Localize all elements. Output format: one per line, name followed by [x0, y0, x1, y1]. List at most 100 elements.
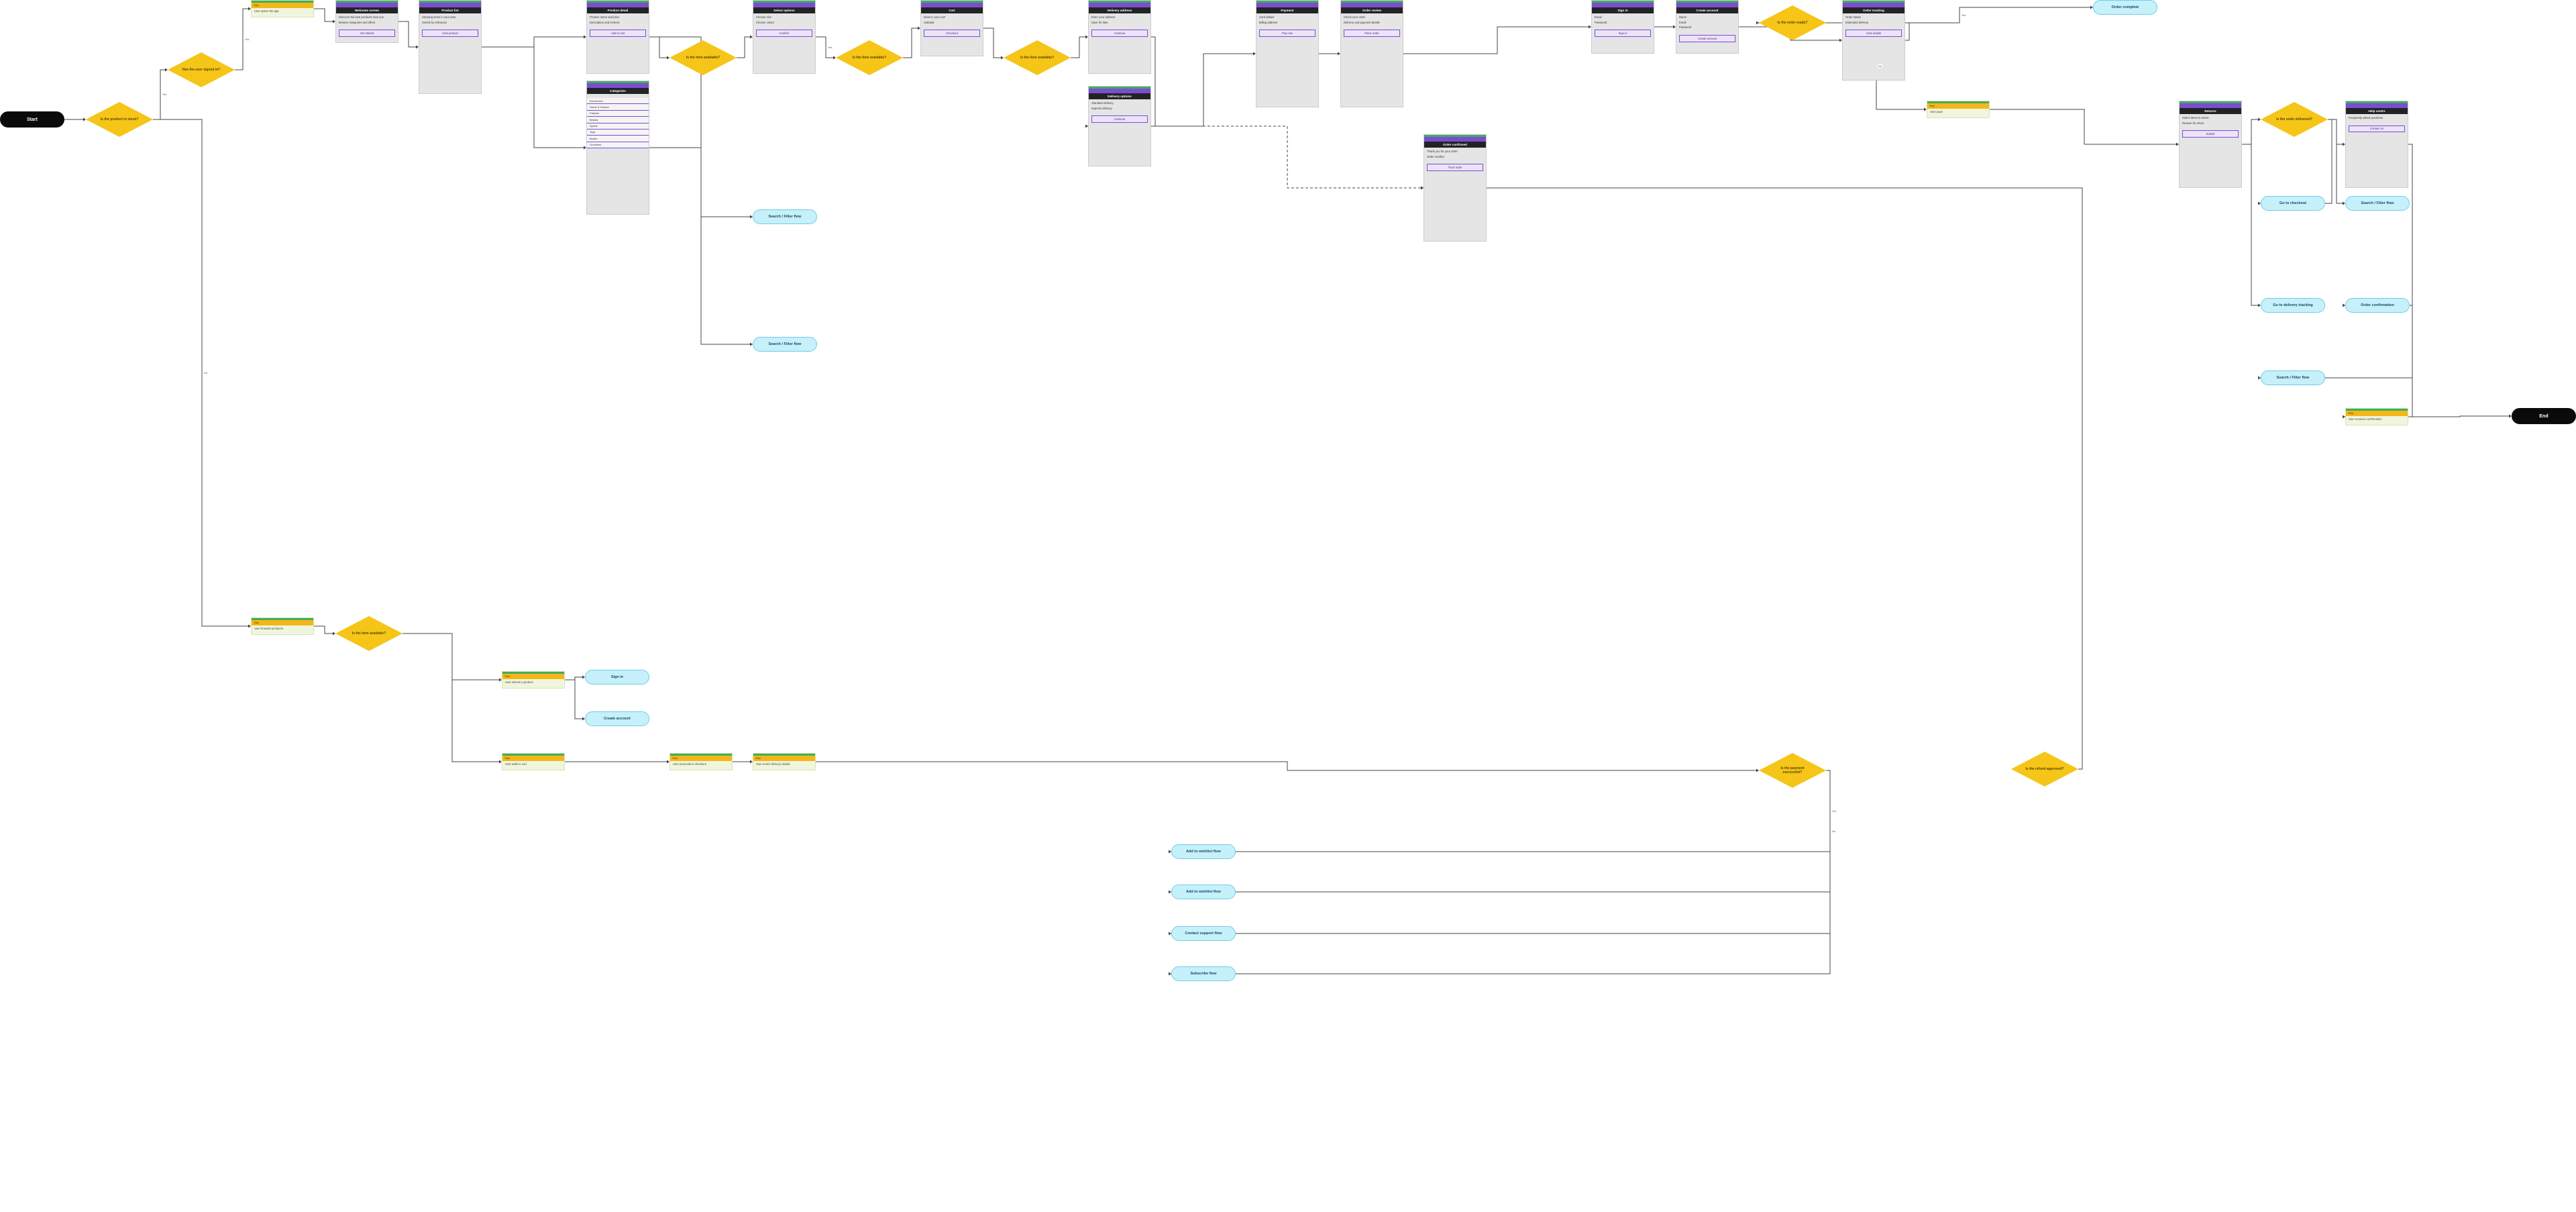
category-row[interactable]: Beauty [587, 117, 649, 123]
end-pill-p5[interactable]: Go to delivery tracking [2261, 298, 2325, 313]
decision-diamond-shape [2261, 102, 2328, 137]
screen-line: Save for later [1091, 20, 1108, 24]
end-pill-p4[interactable]: Go to checkout [2261, 196, 2325, 211]
end-pill-p12[interactable]: Add to wishlist flow [1171, 885, 1236, 899]
connector-line [402, 633, 500, 680]
connector-line [1403, 26, 1589, 54]
screen-action-button[interactable]: View details [1845, 30, 1902, 38]
screen-action-button[interactable]: Add to cart [590, 30, 646, 38]
decision-d5: Is the item available? [836, 40, 903, 75]
connector-line [1151, 53, 1254, 127]
screen-action-button[interactable]: Continue [1091, 115, 1148, 123]
screen-action-button[interactable]: Track order [1427, 164, 1483, 172]
screen-line: Thank you for your order [1427, 150, 1458, 153]
screen-action-button[interactable]: Checkout [924, 30, 980, 38]
connector-line [649, 147, 751, 345]
status-strip [419, 1, 481, 3]
decision-diamond-shape [2011, 752, 2078, 787]
category-row[interactable]: Home & Garden [587, 104, 649, 111]
end-pill-p11[interactable]: Add to wishlist flow [1171, 844, 1236, 859]
status-strip [2346, 409, 2408, 411]
status-strip [1089, 87, 1150, 89]
end-pill-p2[interactable]: Search / Filter flow [753, 209, 817, 224]
category-row[interactable]: Toys [587, 129, 649, 136]
screen-action-button[interactable]: Pay now [1259, 30, 1316, 38]
brand-bar [1843, 3, 1904, 7]
decision-diamond-shape [1004, 40, 1071, 75]
end-pill-p13[interactable]: Contact support flow [1171, 926, 1236, 941]
screen-line: Browse categories and offers [339, 20, 376, 24]
connector-line [816, 761, 1757, 771]
screen-title: Delivery address [1089, 7, 1150, 13]
decision-d3: Is the item available? [335, 616, 402, 651]
end-pill-p14[interactable]: Subscribe flow [1171, 966, 1236, 981]
decision-diamond-shape [335, 616, 402, 651]
brand-bar [1592, 3, 1654, 7]
edge-label: No [1831, 829, 1837, 833]
screen-action-button[interactable]: Create account [1679, 35, 1735, 42]
screen-line: Check your order [1344, 15, 1366, 19]
category-row[interactable]: Books [587, 136, 649, 142]
screen-action-button[interactable]: Submit [2182, 130, 2239, 138]
screen-line: Standard delivery [1091, 101, 1114, 105]
screen-action-button[interactable]: Continue [1091, 30, 1148, 38]
connector-line [153, 119, 249, 627]
decision-label: Is the payment successful? [1780, 766, 1805, 774]
screen-action-button[interactable]: Get started [339, 30, 395, 38]
decision-label: Is the item available? [352, 631, 386, 636]
connector-line [1071, 36, 1086, 58]
connector-line [402, 633, 500, 762]
connector-line [2242, 144, 2259, 306]
screen-line: Select items to return [2182, 116, 2209, 119]
edge-label: Yes [162, 93, 168, 96]
decision-diamond-shape [168, 52, 235, 87]
brand-bar [1424, 137, 1486, 142]
step-tag: Step [502, 756, 564, 761]
category-row[interactable]: Fashion [587, 110, 649, 117]
screen-action-button[interactable]: Place order [1344, 30, 1400, 38]
category-row[interactable]: Sports [587, 123, 649, 130]
screen-action-button[interactable]: Confirm [756, 30, 812, 38]
decision-diamond-shape [86, 102, 153, 137]
status-strip [587, 1, 649, 3]
status-strip [1843, 1, 1904, 3]
end-pill-p3[interactable]: Search / Filter flow [753, 337, 817, 352]
end-pill-p7[interactable]: Search / Filter flow [2345, 196, 2410, 211]
category-row[interactable]: Groceries [587, 142, 649, 149]
connector-line [2408, 415, 2510, 417]
screen-title: Welcome screen [336, 7, 398, 13]
status-strip [502, 754, 564, 756]
end-pill-p8[interactable]: Search / Filter flow [2261, 370, 2325, 385]
screen-line: Delivery and payment details [1344, 20, 1380, 24]
decision-label: Is the product in stock? [100, 117, 139, 121]
connector-line [737, 36, 751, 58]
screen-action-button[interactable]: Sign in [1595, 30, 1651, 38]
screen-title: Create account [1676, 7, 1738, 13]
status-strip [252, 1, 313, 3]
status-strip [587, 81, 649, 83]
screen-action-button[interactable]: Contact us [2349, 125, 2405, 133]
end-pill-p10[interactable]: Create account [585, 711, 649, 726]
decision-label: Is the refund approved? [2025, 766, 2064, 771]
end-pill-p1[interactable]: Order complete [2093, 0, 2157, 15]
edge-label: Yes [827, 45, 833, 49]
screen-action-button[interactable]: View product [422, 30, 478, 38]
end-pill-p9[interactable]: Sign in [585, 670, 649, 685]
category-row[interactable]: Electronics [587, 98, 649, 105]
end-pill-p6[interactable]: Order confirmation [2345, 298, 2410, 313]
terminal-end: End [2512, 408, 2576, 424]
connector-line [649, 36, 667, 58]
